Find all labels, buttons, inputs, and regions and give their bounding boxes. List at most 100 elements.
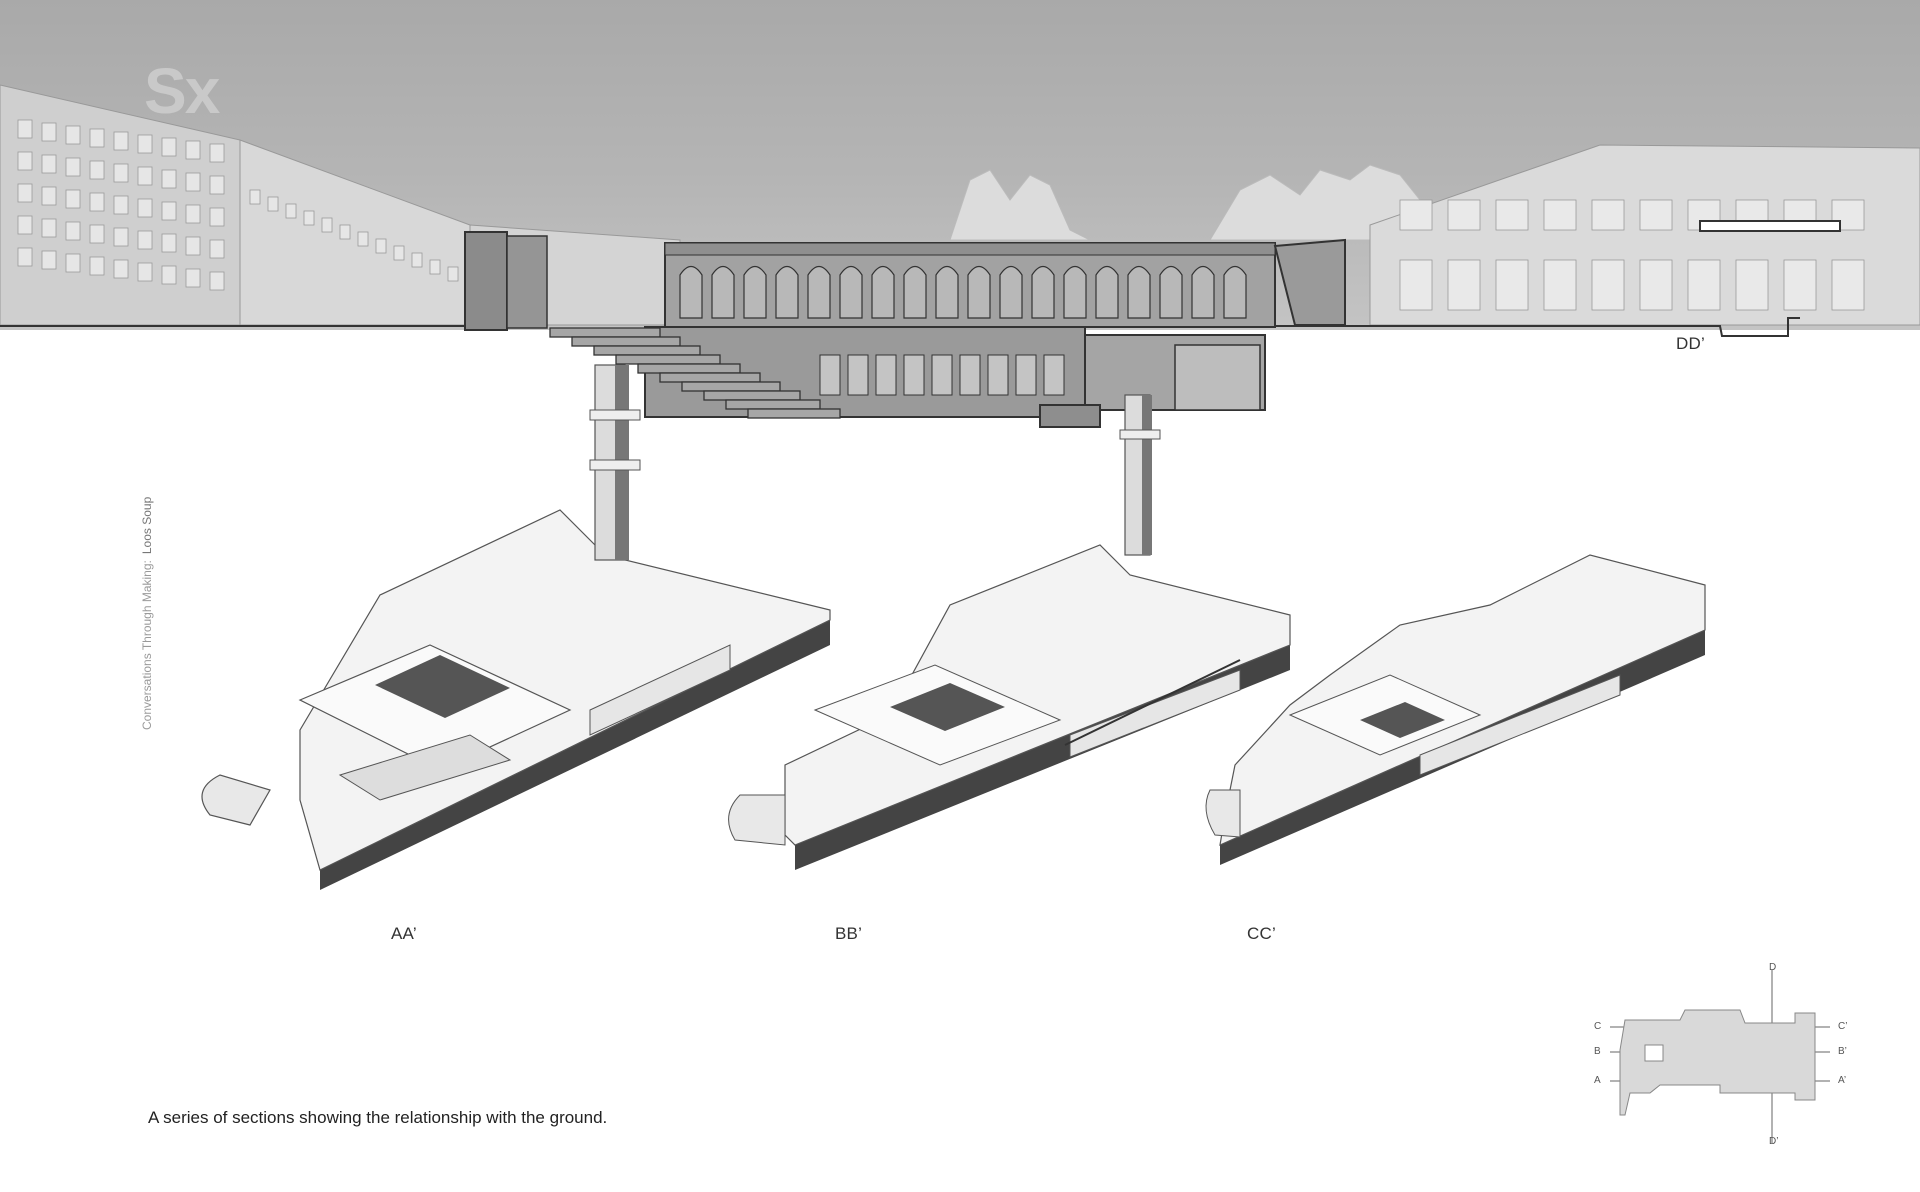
key-plan-a-right: A’ [1838,1075,1847,1086]
arch-opening [1063,265,1087,319]
window [17,119,33,139]
window [113,131,129,151]
arch-opening [1191,265,1215,319]
section-label-aa: AA’ [391,924,417,943]
window [113,163,129,183]
window [1543,199,1577,231]
window [1447,259,1481,311]
arch-opening [711,265,735,319]
window [1639,259,1673,311]
window [41,154,57,174]
window [17,215,33,235]
window [185,172,201,192]
step [593,345,701,356]
elevation-dd [0,84,1920,428]
axonometric-bb [728,394,1291,870]
window [185,204,201,224]
window [1399,199,1433,231]
window [903,354,925,396]
window [1495,199,1529,231]
arch-opening [1031,265,1055,319]
window [65,157,81,177]
arch-opening [1127,265,1151,319]
window [375,238,387,254]
window [89,256,105,276]
window [209,207,225,227]
window [65,221,81,241]
window [959,354,981,396]
window [209,239,225,259]
window [1831,259,1865,311]
window [185,236,201,256]
axonometric-cc [1205,554,1706,865]
background-hills [949,164,1431,241]
step [571,336,681,347]
window [209,271,225,291]
window [1591,259,1625,311]
window [137,230,153,250]
window [185,140,201,160]
window [1591,199,1625,231]
window [89,128,105,148]
window [819,354,841,396]
key-plan-c-right: C’ [1838,1021,1848,1032]
arch-opening [839,265,863,319]
window [17,183,33,203]
caption: A series of sections showing the relatio… [148,1108,608,1127]
window [137,198,153,218]
arch-opening [871,265,895,319]
arch-opening [935,265,959,319]
window [267,196,279,212]
window [65,189,81,209]
step [725,399,821,410]
window [339,224,351,240]
window [1447,199,1481,231]
window [1783,259,1817,311]
step [747,408,841,419]
arch-opening [1095,265,1119,319]
step [703,390,801,401]
window [113,227,129,247]
window [161,137,177,157]
window [161,169,177,189]
key-plan-c-left: C [1594,1021,1602,1032]
window [875,354,897,396]
window [303,210,315,226]
arch-opening [967,265,991,319]
sheet-mark: Sx [144,55,220,127]
step [659,372,761,383]
window [137,134,153,154]
step [615,354,721,365]
window [41,122,57,142]
key-plan [1610,970,1830,1143]
window [1015,354,1037,396]
window [1543,259,1577,311]
step [681,381,781,392]
central-building [464,231,1346,428]
key-plan-b-right: B’ [1838,1046,1847,1057]
window [357,231,369,247]
window [41,218,57,238]
side-title-project: Loos Soup [140,496,154,555]
window [847,354,869,396]
window [931,354,953,396]
window [987,354,1009,396]
window [161,233,177,253]
window [1043,354,1065,396]
window [113,259,129,279]
side-title-lead: Conversations Through Making: [140,560,154,730]
window [185,268,201,288]
window [1639,199,1673,231]
window [1735,259,1769,311]
arch-opening [807,265,831,319]
window [429,259,441,275]
key-plan-d-bottom: D’ [1769,1136,1779,1147]
arch-opening [775,265,799,319]
window [17,247,33,267]
key-plan-b-left: B [1594,1046,1601,1057]
window [411,252,423,268]
window [321,217,333,233]
step [637,363,741,374]
arch-opening [1159,265,1183,319]
window [161,265,177,285]
